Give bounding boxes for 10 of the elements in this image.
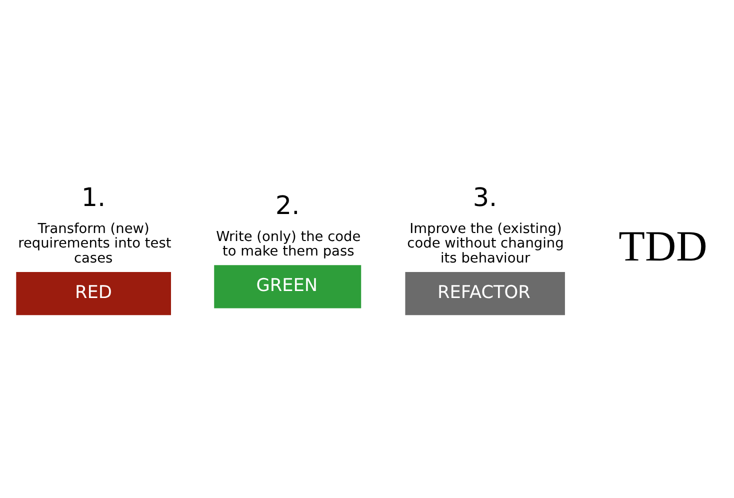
node-label: Write (only) the code to make them pass — [216, 228, 361, 260]
node-label: Improve the (existing) code without changing its behaviour — [407, 220, 564, 266]
node-label: 2. — [275, 190, 300, 221]
label: TDD — [618, 222, 708, 270]
node-label: Transform (new) requirements into test cases — [18, 220, 172, 266]
node-box: REFACTOR — [405, 272, 565, 315]
node-label: 3. — [472, 182, 498, 213]
node-box: RED — [16, 272, 171, 315]
node-label: 1. — [81, 182, 106, 213]
node-box: GREEN — [214, 264, 362, 308]
